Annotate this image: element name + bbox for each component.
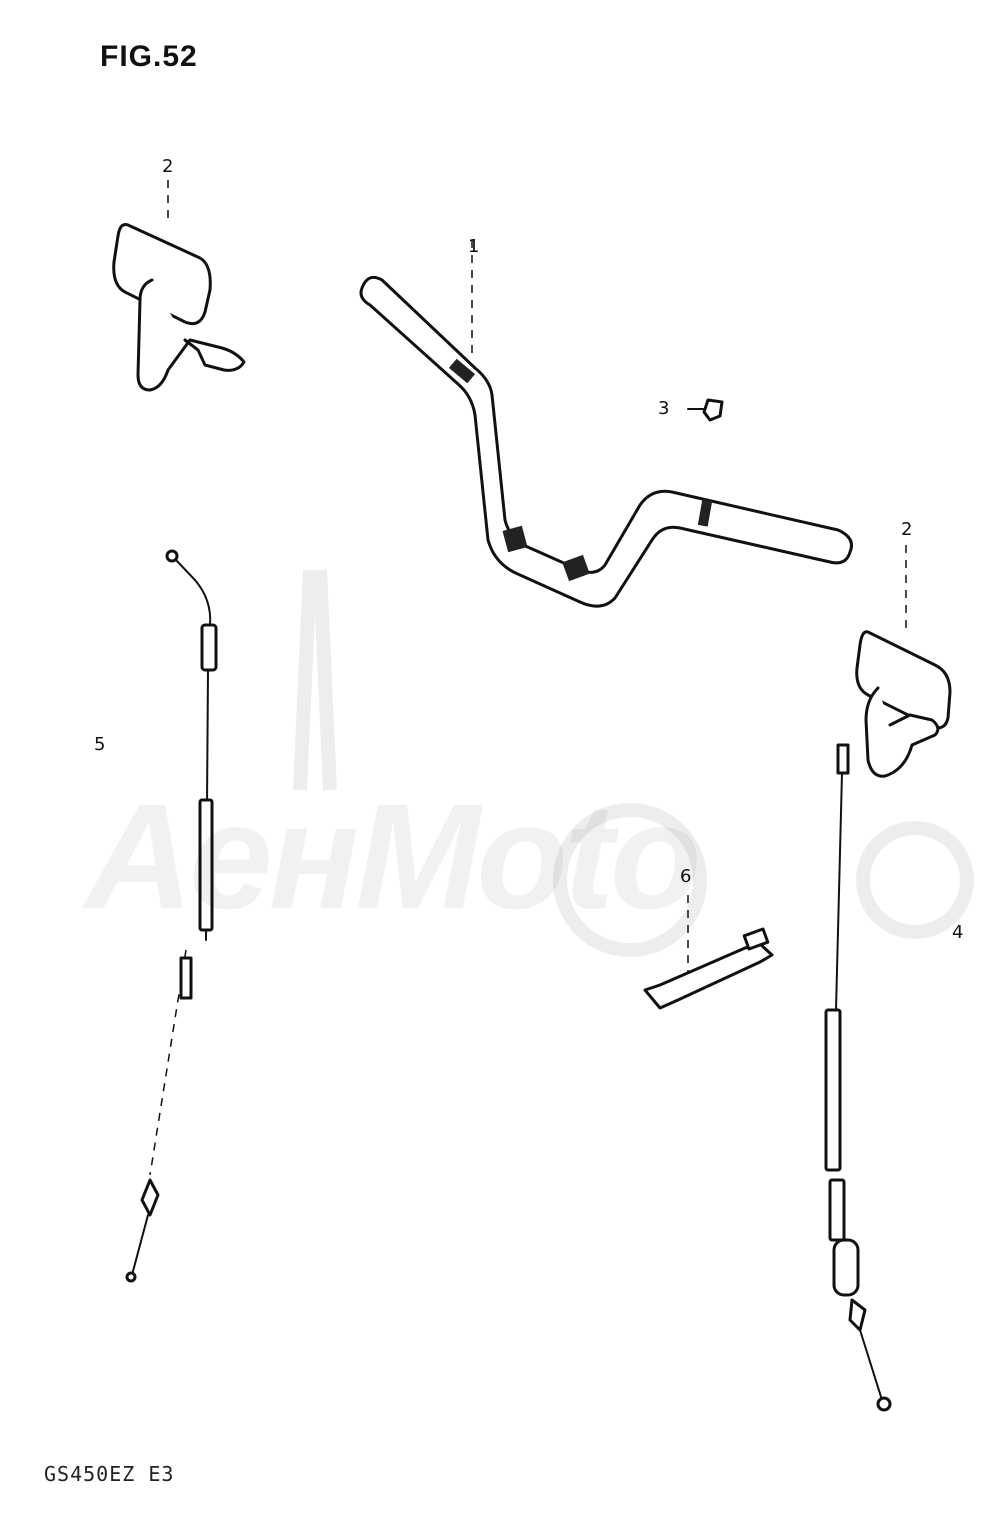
- callout-5: 5: [94, 734, 106, 755]
- cable-left-part: [125, 549, 218, 1283]
- bracket-part: [643, 895, 774, 1010]
- callout-4: 4: [952, 922, 964, 943]
- callout-2-left: 2: [162, 156, 174, 177]
- watermark-graphic: [293, 569, 974, 957]
- callout-6: 6: [680, 866, 692, 887]
- mirror-left-part: [112, 180, 246, 392]
- nut-part: [687, 398, 724, 422]
- model-code: GS450EZ E3: [44, 1462, 175, 1486]
- handlebar-part: [359, 240, 853, 608]
- callout-1: 1: [468, 236, 480, 257]
- callout-3: 3: [658, 398, 670, 419]
- mirror-right-part: [855, 545, 952, 778]
- callout-2-right: 2: [901, 519, 913, 540]
- figure-title: FIG.52: [100, 40, 198, 73]
- cable-right-part: [824, 743, 892, 1412]
